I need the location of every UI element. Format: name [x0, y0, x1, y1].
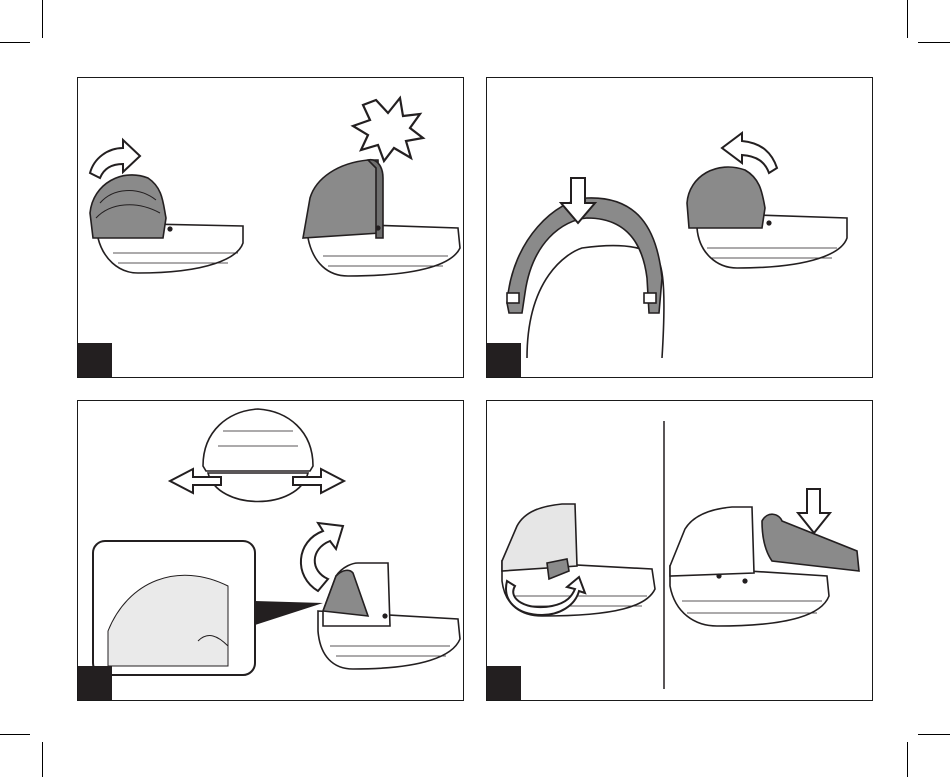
hood-top-view	[203, 409, 313, 502]
crop-mark-tl-h	[0, 42, 30, 43]
step-number-badge	[487, 343, 521, 377]
starburst-icon	[353, 98, 423, 161]
inset-detail	[93, 541, 255, 675]
carrycot-open-hood	[303, 160, 460, 276]
step-number-badge	[487, 666, 521, 700]
panel-2-illustration	[487, 78, 874, 379]
crop-mark-br-v	[907, 742, 908, 777]
panel-3-illustration	[78, 401, 465, 702]
instruction-panel-2	[486, 77, 873, 378]
instruction-panel-4	[486, 400, 873, 701]
curved-arrow-icon	[90, 140, 140, 178]
crop-mark-tr-h	[918, 42, 950, 43]
carrycot-folded-hood	[687, 167, 847, 268]
hood-front-view	[507, 198, 664, 358]
crop-mark-tl-v	[42, 0, 43, 38]
instruction-panel-1	[77, 77, 464, 378]
panel-1-illustration	[78, 78, 465, 379]
crop-mark-bl-v	[42, 742, 43, 777]
carrycot-folded-hood	[90, 175, 243, 273]
crop-mark-bl-h	[0, 734, 30, 735]
step-number-badge	[78, 343, 112, 377]
crop-mark-br-h	[918, 734, 950, 735]
instruction-panel-3	[77, 400, 464, 701]
carrycot-side-view	[670, 507, 829, 626]
carrycot-open-hood	[318, 563, 460, 669]
callout-pointer	[255, 601, 323, 625]
down-arrow-icon	[798, 489, 830, 533]
crop-mark-tr-v	[907, 0, 908, 38]
carrycot-with-cover	[502, 504, 655, 616]
panel-4-illustration	[487, 401, 874, 702]
step-number-badge	[78, 666, 112, 700]
